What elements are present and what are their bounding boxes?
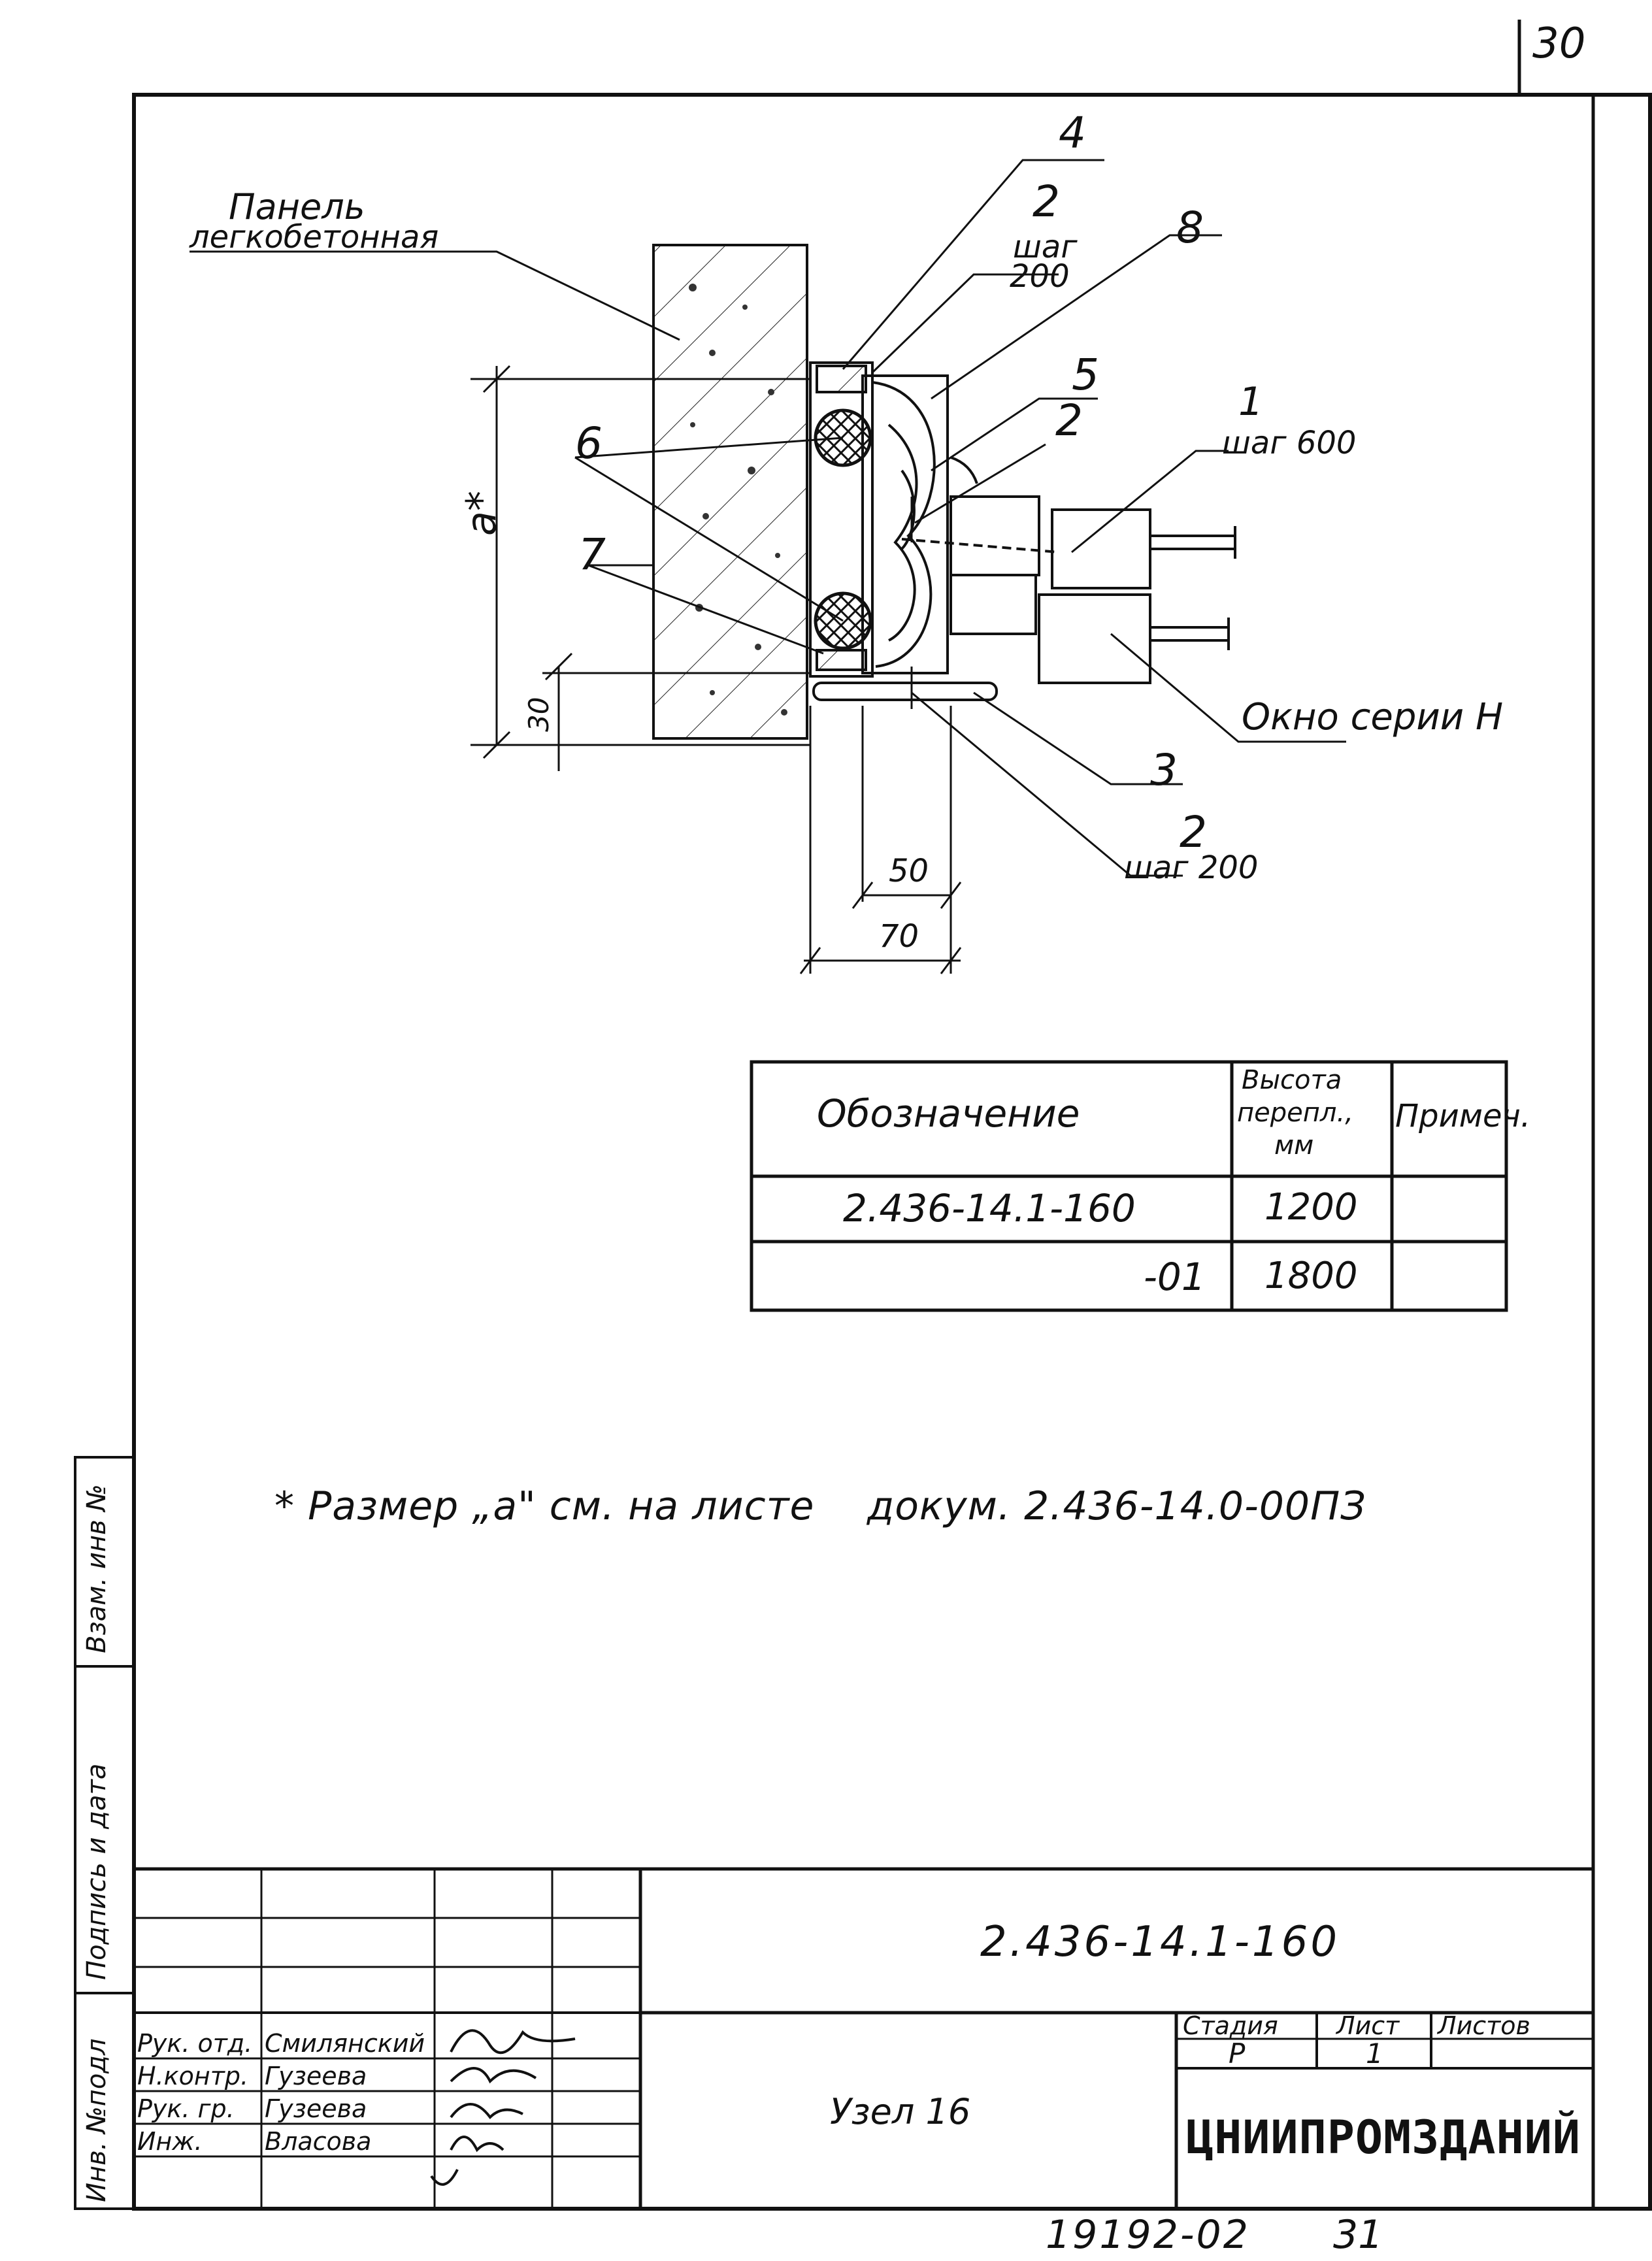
organization: ЦНИИПРОМЗДАНИЙ — [1186, 2111, 1581, 2164]
callout-2-mid: 2 — [1055, 395, 1083, 446]
stage-header: Стадия — [1183, 2011, 1278, 2040]
bottom-code: 19192-02 — [1046, 2212, 1250, 2258]
callout-3: 3 — [1150, 745, 1178, 795]
sheets-header: Листов — [1438, 2011, 1530, 2040]
signatures — [430, 2029, 576, 2186]
node-title: Узел 16 — [830, 2091, 971, 2132]
callout-2-top-step-1: шаг — [1013, 229, 1078, 265]
dimension-70: 70 — [879, 918, 919, 955]
staff-role-1: Рук. отд. — [137, 2029, 253, 2058]
table-row-1-designation: 2.436-14.1-160 — [843, 1186, 1136, 1230]
table-header-height-2: перепл., — [1237, 1098, 1353, 1128]
callout-1-step: шаг 600 — [1222, 425, 1357, 461]
staff-name-3: Гузеева — [265, 2094, 367, 2123]
table-header-height-1: Высота — [1242, 1065, 1342, 1095]
callout-2-top: 2 — [1032, 176, 1060, 227]
footnote: * Размер „а" см. на листе докум. 2.436-1… — [274, 1483, 1366, 1529]
table-header-note: Примеч. — [1395, 1098, 1531, 1134]
dimension-lines — [471, 365, 962, 974]
bottom-sheet-number: 31 — [1333, 2212, 1383, 2258]
title-block-grid — [134, 1867, 1593, 2209]
table-row-2-height: 1800 — [1264, 1255, 1358, 1297]
table-header-height-3: мм — [1274, 1130, 1314, 1161]
callout-7: 7 — [578, 529, 606, 580]
callout-4: 4 — [1059, 108, 1086, 158]
staff-name-4: Власова — [265, 2127, 372, 2156]
concrete-panel — [652, 244, 808, 740]
stage-value: Р — [1229, 2038, 1246, 2070]
staff-role-2: Н.контр. — [137, 2062, 249, 2090]
sheet-header: Лист — [1336, 2011, 1400, 2040]
sheet-value: 1 — [1366, 2038, 1383, 2070]
margin-field-signature-date: Подпись и дата — [82, 1763, 112, 1980]
margin-field-replace-inv: Взам. инв № — [82, 1484, 112, 1653]
corner-sheet-number: 30 — [1532, 20, 1586, 68]
callout-5: 5 — [1072, 350, 1099, 400]
callout-2-bot-step: шаг 200 — [1124, 850, 1259, 886]
joint-assembly — [809, 361, 1236, 709]
callout-2-top-step-2: 200 — [1010, 258, 1070, 295]
panel-label-line2: легкобетонная — [190, 219, 439, 256]
staff-name-2: Гузеева — [265, 2062, 367, 2090]
table-row-1-height: 1200 — [1264, 1186, 1358, 1229]
panel-label-line1: Панель — [229, 186, 365, 227]
dimension-a: a* — [457, 491, 505, 536]
table-header-designation: Обозначение — [817, 1091, 1080, 1136]
callout-2-bot: 2 — [1180, 807, 1207, 857]
sheet-frame — [132, 20, 1652, 2211]
callout-6: 6 — [575, 418, 603, 469]
callout-1: 1 — [1238, 379, 1264, 425]
doc-number: 2.436-14.1-160 — [980, 1918, 1340, 1966]
left-margin-stamp — [74, 1456, 135, 2210]
staff-role-4: Инж. — [137, 2127, 203, 2156]
spec-table-grid — [750, 1060, 1508, 1312]
window-label: Окно серии Н — [1242, 696, 1504, 738]
staff-name-1: Смилянский — [265, 2029, 425, 2058]
dimension-50: 50 — [889, 853, 929, 889]
leader-lines — [190, 159, 1346, 877]
margin-field-inv-original: Инв. №подл — [82, 2038, 112, 2202]
dimension-30: 30 — [523, 697, 555, 732]
table-row-2-designation: -01 — [1144, 1255, 1206, 1299]
staff-role-3: Рук. гр. — [137, 2094, 235, 2123]
callout-8: 8 — [1176, 203, 1204, 253]
